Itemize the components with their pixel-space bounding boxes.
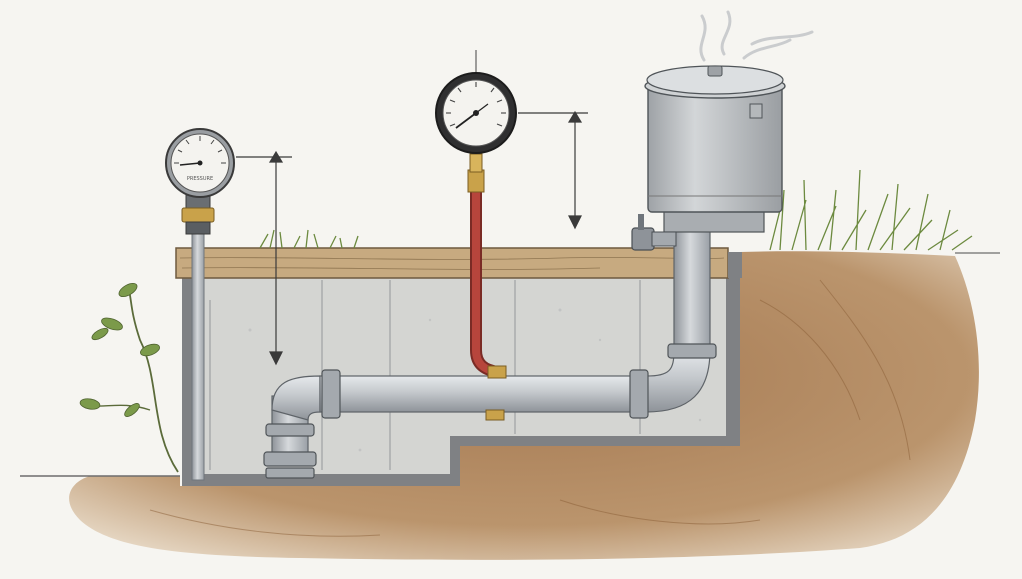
red-gauge-line <box>467 153 507 379</box>
dimension-arrow-icon <box>518 110 588 230</box>
grass-icon <box>259 169 973 251</box>
soil <box>20 251 1000 560</box>
wooden-plank <box>175 247 742 279</box>
plant-icon <box>79 282 179 473</box>
pipe-flange <box>263 343 717 479</box>
left-standpipe <box>191 231 205 481</box>
gauge-left-dial-text: PRESSURE <box>187 176 213 182</box>
valve-icon <box>631 214 677 251</box>
pressure-gauge-icon: PRESSURE <box>165 128 235 235</box>
dimension-arrow-icon <box>236 150 292 366</box>
main-pipe <box>263 227 717 479</box>
pressure-gauge-icon <box>435 50 517 154</box>
steam-icon <box>699 10 814 62</box>
storage-tank-icon <box>644 65 786 233</box>
